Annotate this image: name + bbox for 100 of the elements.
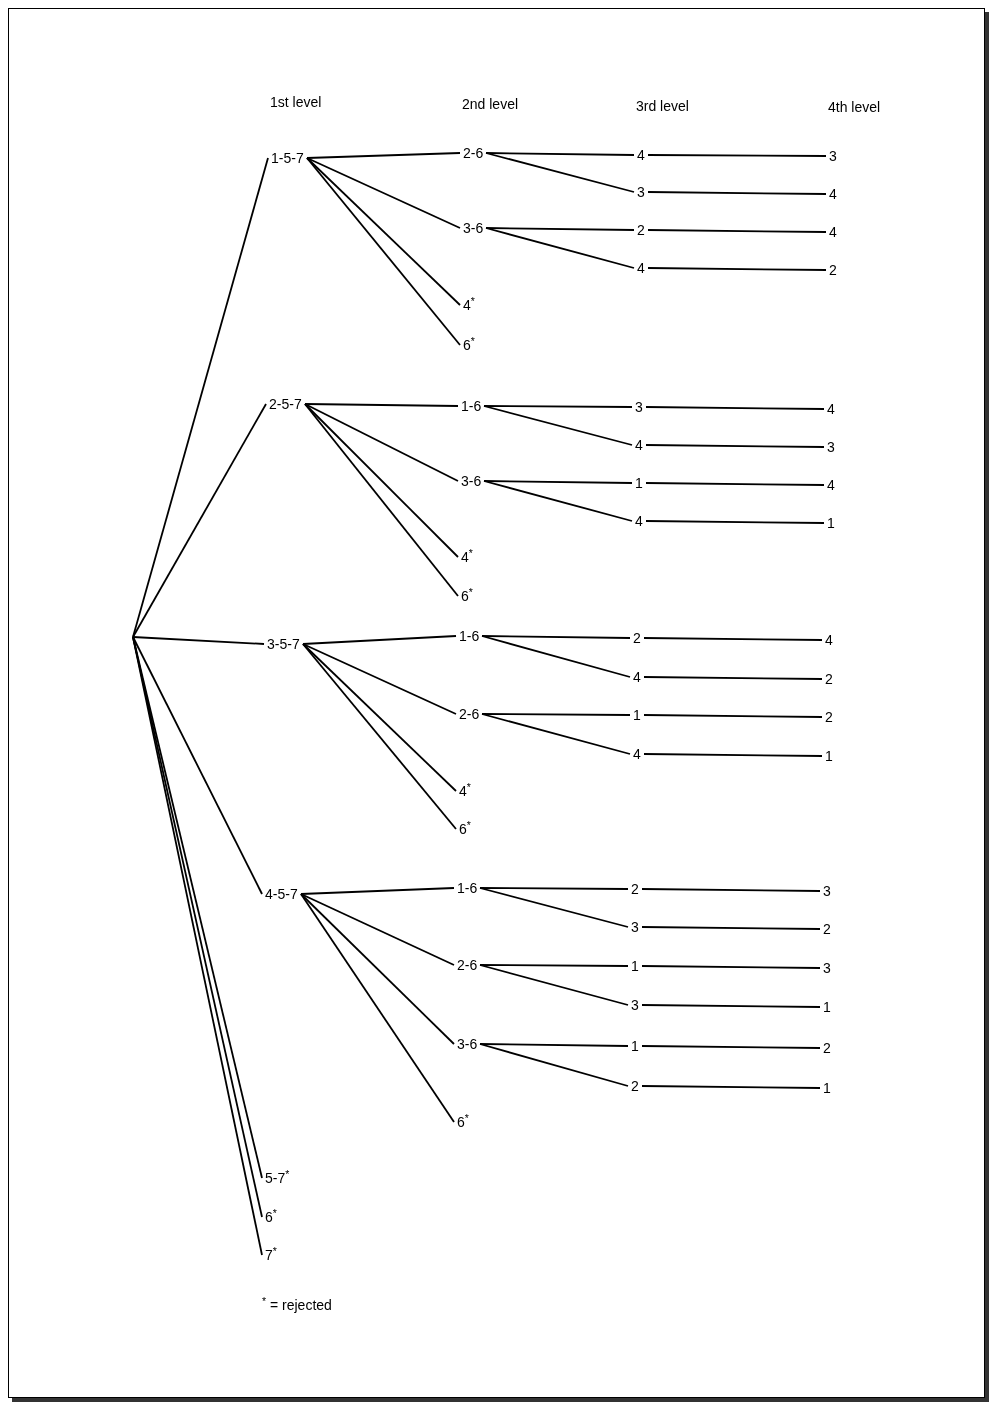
- connector-line: [645, 520, 825, 524]
- connector-line: [641, 926, 821, 930]
- connector-line: [304, 403, 459, 558]
- connector-line: [300, 893, 455, 1045]
- tree-node-label: 1-6: [458, 627, 481, 645]
- connector-line: [302, 643, 457, 830]
- connector-line: [302, 643, 457, 715]
- tree-node-label: 4$^{*}$: [460, 548, 474, 566]
- tree-node-label: 4: [826, 400, 836, 418]
- connector-line: [479, 964, 629, 1006]
- tree-node-label: 3: [630, 918, 640, 936]
- tree-node-label: 6$^{*}$: [456, 1113, 470, 1131]
- tree-node-label: 4: [828, 223, 838, 241]
- tree-node-label: 2: [828, 261, 838, 279]
- tree-node-label: 3: [630, 996, 640, 1014]
- tree-node-label: 7$^{*}$: [264, 1246, 278, 1264]
- tree-node-label: 1-6: [456, 879, 479, 897]
- connector-line: [479, 964, 629, 967]
- tree-node-label: 3: [634, 398, 644, 416]
- tree-node-label: 2: [824, 670, 834, 688]
- connector-line: [485, 152, 635, 156]
- connector-line: [641, 1085, 821, 1089]
- tree-node-label: 3: [828, 147, 838, 165]
- tree-node-label: 4: [636, 146, 646, 164]
- connector-line: [643, 714, 823, 718]
- tree-node-label: 1: [824, 747, 834, 765]
- connector-line: [132, 403, 267, 638]
- text-label: 2nd level: [462, 95, 519, 113]
- tree-node-label: 3-5-7: [266, 635, 301, 653]
- tree-node-label: 1: [630, 1037, 640, 1055]
- connector-line: [479, 1043, 629, 1087]
- tree-node-label: 4: [824, 631, 834, 649]
- connector-line: [643, 676, 823, 680]
- connector-line: [481, 713, 631, 716]
- tree-node-label: 6$^{*}$: [460, 587, 474, 605]
- connector-line: [483, 405, 633, 446]
- tree-node-label: 6$^{*}$: [462, 336, 476, 354]
- tree-node-label: 4: [636, 259, 646, 277]
- connector-line: [485, 227, 635, 269]
- connector-line: [485, 227, 635, 231]
- connector-line: [304, 403, 459, 482]
- connector-line: [647, 267, 827, 271]
- tree-node-label: 1-6: [460, 397, 483, 415]
- connector-line: [306, 157, 461, 346]
- tree-node-label: 2: [630, 1077, 640, 1095]
- tree-node-label: 3-6: [456, 1035, 479, 1053]
- tree-node-label: 4: [632, 668, 642, 686]
- tree-node-label: 4-5-7: [264, 885, 299, 903]
- tree-node-label: 3: [636, 183, 646, 201]
- connector-line: [479, 1043, 629, 1047]
- tree-node-label: 2-6: [458, 705, 481, 723]
- text-label: $^{*}$ = rejected: [262, 1296, 332, 1314]
- tree-node-label: 2-6: [462, 144, 485, 162]
- tree-node-label: 6$^{*}$: [264, 1208, 278, 1226]
- text-label: 3rd level: [636, 97, 689, 115]
- connector-line: [479, 887, 629, 928]
- connector-line: [132, 636, 265, 645]
- connector-line: [306, 157, 461, 306]
- connector-line: [306, 152, 461, 159]
- connector-line: [306, 157, 461, 229]
- tree-node-label: 2: [636, 221, 646, 239]
- connector-line: [483, 480, 633, 484]
- connector-line: [300, 887, 455, 895]
- tree-node-label: 1: [822, 1079, 832, 1097]
- connector-line: [300, 893, 455, 1123]
- connector-line: [641, 888, 821, 892]
- connector-line: [647, 154, 827, 157]
- connector-line: [481, 713, 631, 755]
- connector-line: [641, 1045, 821, 1049]
- tree-node-label: 2: [822, 920, 832, 938]
- connector-line: [645, 444, 825, 448]
- tree-node-label: 6$^{*}$: [458, 820, 472, 838]
- tree-node-label: 2: [822, 1039, 832, 1057]
- tree-node-label: 1: [632, 706, 642, 724]
- connector-line: [132, 157, 269, 638]
- tree-node-label: 3-6: [460, 472, 483, 490]
- tree-node-label: 1: [634, 474, 644, 492]
- connector-line: [641, 1004, 821, 1008]
- connector-line: [481, 635, 631, 678]
- tree-node-label: 4: [632, 745, 642, 763]
- text-label: 1st level: [270, 93, 322, 111]
- text-label: 4th level: [828, 98, 881, 116]
- tree-node-label: 4: [634, 436, 644, 454]
- tree-node-label: 3-6: [462, 219, 485, 237]
- tree-node-label: 4: [826, 476, 836, 494]
- connector-line: [647, 191, 827, 195]
- tree-node-label: 1-5-7: [270, 149, 305, 167]
- tree-node-label: 2: [632, 629, 642, 647]
- tree-node-label: 3: [822, 882, 832, 900]
- connector-line: [641, 965, 821, 969]
- tree-node-label: 4$^{*}$: [462, 296, 476, 314]
- connector-line: [302, 635, 457, 645]
- tree-node-label: 3: [822, 959, 832, 977]
- connector-line: [481, 635, 631, 639]
- tree-node-label: 4$^{*}$: [458, 782, 472, 800]
- tree-node-label: 1: [826, 514, 836, 532]
- connector-line: [483, 405, 633, 408]
- tree-node-label: 5-7$^{*}$: [264, 1169, 291, 1187]
- connector-line: [304, 403, 459, 597]
- connector-line: [304, 403, 459, 407]
